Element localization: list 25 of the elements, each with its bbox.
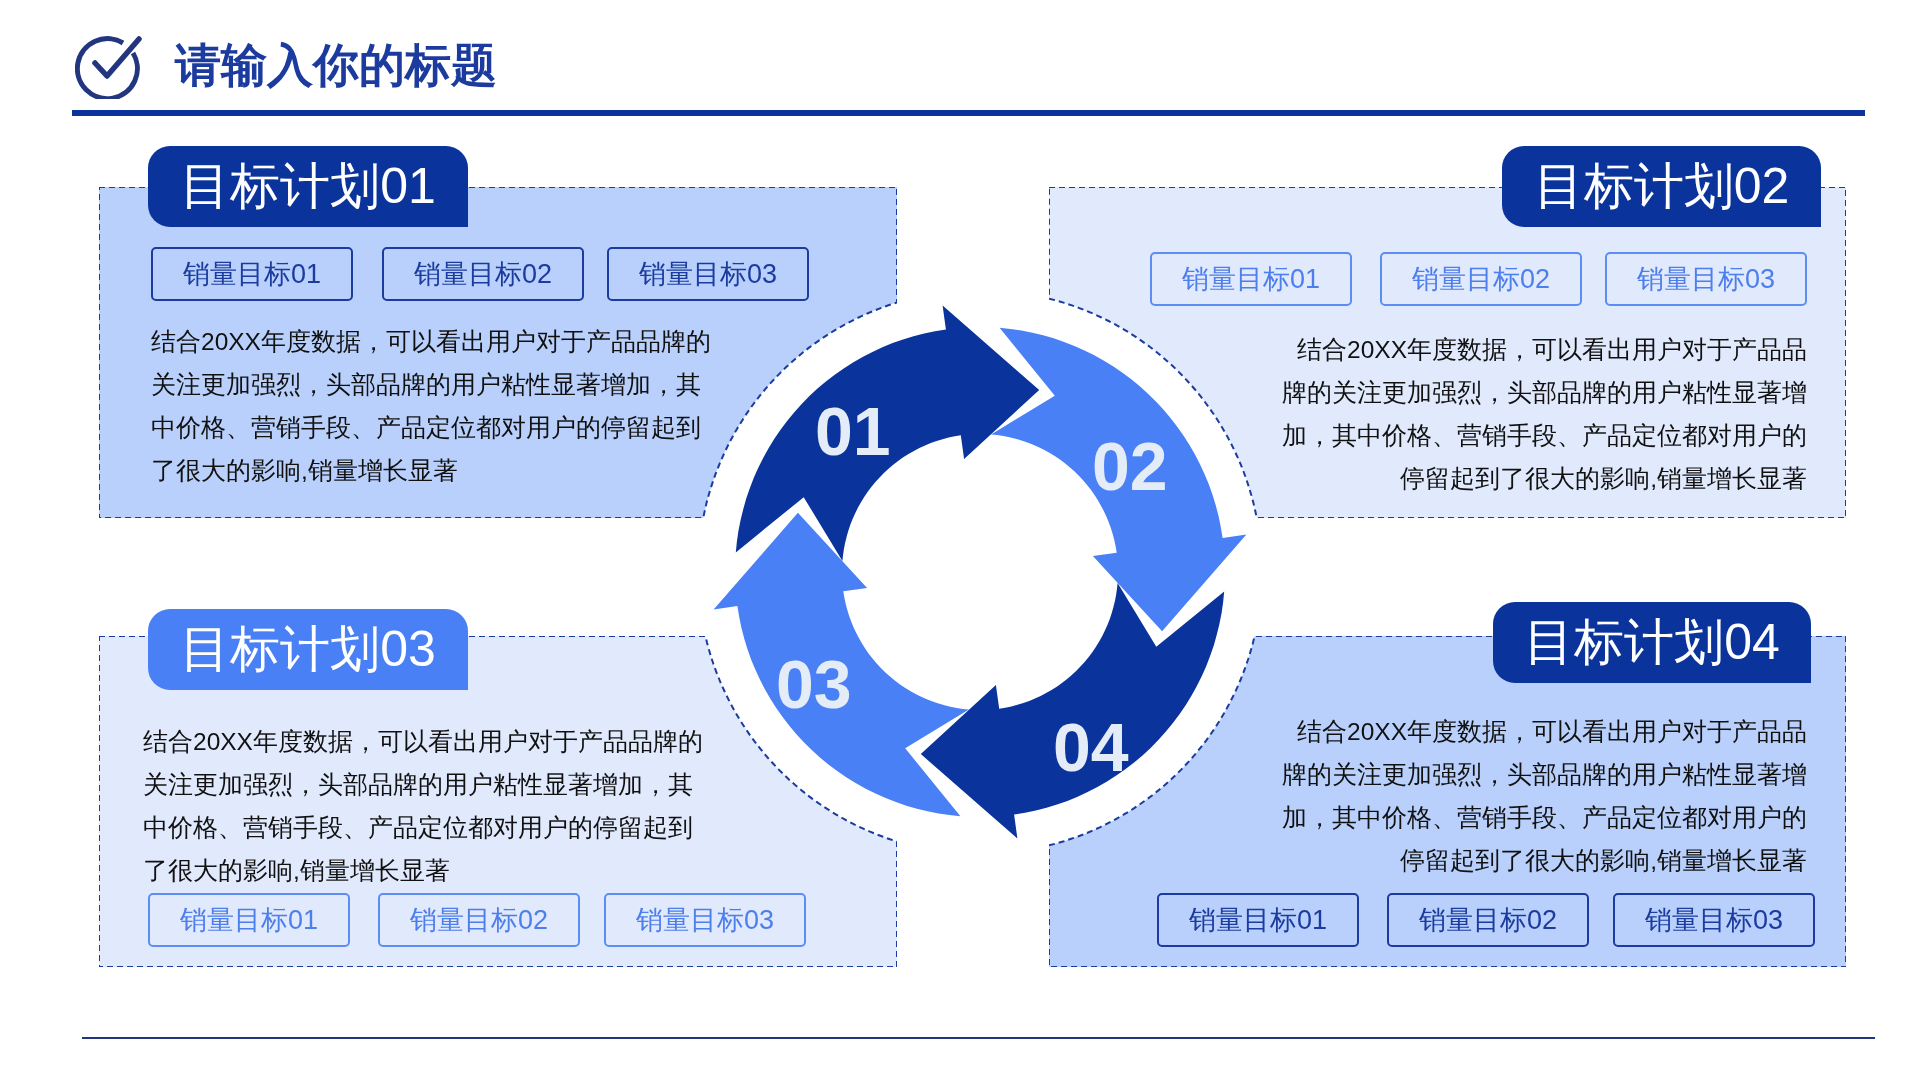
target-button: 销量目标02 xyxy=(1380,252,1582,306)
body-text: 结合20XX年度数据，可以看出用户对于产品品牌的关注更加强烈，头部品牌的用户粘性显著增加，其中价格、营销手段、产品定位都对用户的停留起到了很大的影响,销量增长显著 xyxy=(151,327,711,486)
target-button: 销量目标03 xyxy=(604,893,806,947)
target-button: 销量目标01 xyxy=(148,893,350,947)
target-button: 销量目标03 xyxy=(607,247,809,301)
step-number: 04 xyxy=(1053,713,1129,781)
target-button: 销量目标03 xyxy=(1605,252,1807,306)
step-number: 03 xyxy=(776,650,852,718)
step-number: 01 xyxy=(815,397,891,465)
title: 请输入你的标题 xyxy=(175,38,497,93)
body-text: 结合20XX年度数据，可以看出用户对于产品品牌的关注更加强烈，头部品牌的用户粘性显著增加，其中价格、营销手段、产品定位都对用户的停留起到了很大的影响,销量增长显著 xyxy=(1281,717,1807,876)
step-number: 02 xyxy=(1092,432,1168,500)
target-button: 销量目标02 xyxy=(1387,893,1589,947)
heading-tab: 目标计划04 xyxy=(1493,602,1811,683)
target-button: 销量目标01 xyxy=(1150,252,1352,306)
body-text: 结合20XX年度数据，可以看出用户对于产品品牌的关注更加强烈，头部品牌的用户粘性显著增加，其中价格、营销手段、产品定位都对用户的停留起到了很大的影响,销量增长显著 xyxy=(1281,335,1807,494)
heading-tab: 目标计划03 xyxy=(148,609,468,690)
target-button: 销量目标02 xyxy=(382,247,584,301)
target-button: 销量目标01 xyxy=(151,247,353,301)
body-text: 结合20XX年度数据，可以看出用户对于产品品牌的关注更加强烈，头部品牌的用户粘性显著增加，其中价格、营销手段、产品定位都对用户的停留起到了很大的影响,销量增长显著 xyxy=(143,727,703,886)
heading-tab: 目标计划01 xyxy=(148,146,468,227)
target-button: 销量目标02 xyxy=(378,893,580,947)
heading-tab: 目标计划02 xyxy=(1502,146,1821,227)
target-button: 销量目标03 xyxy=(1613,893,1815,947)
target-button: 销量目标01 xyxy=(1157,893,1359,947)
